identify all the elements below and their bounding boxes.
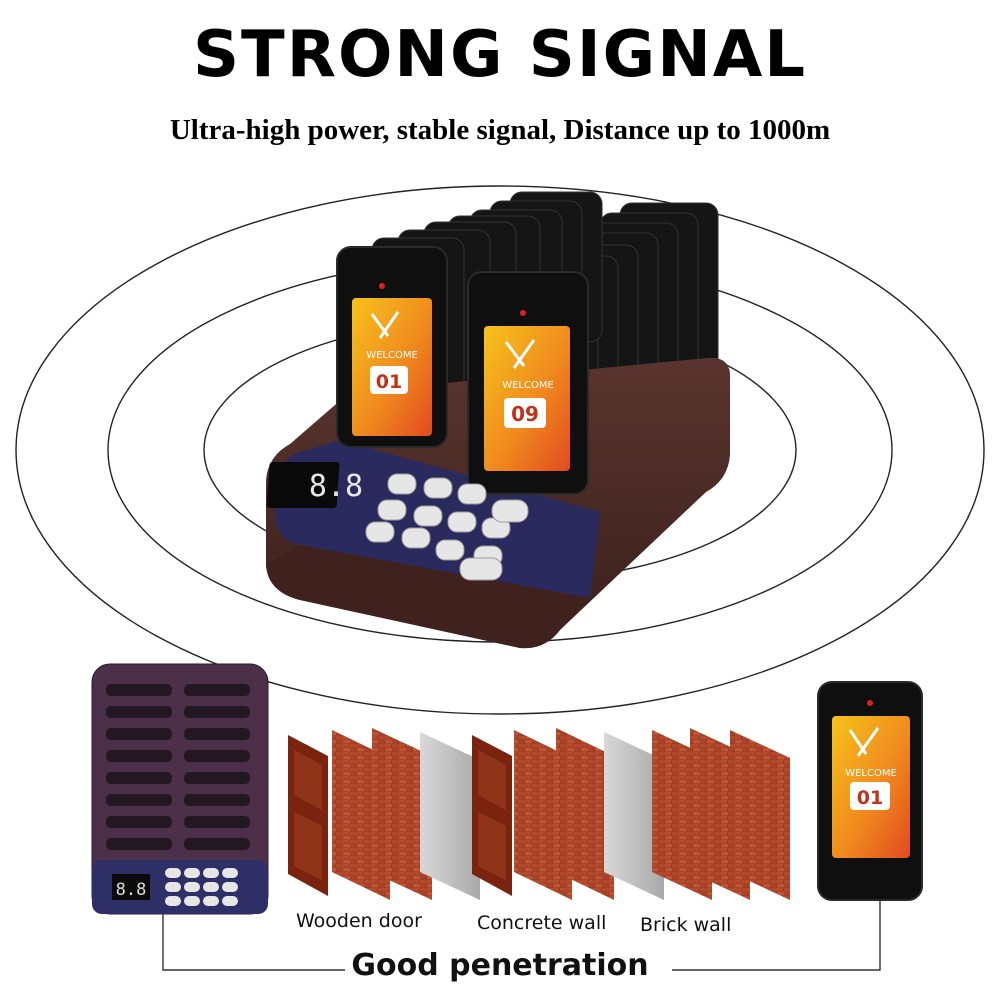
page-title: STRONG SIGNAL	[192, 18, 808, 92]
obstacle-group-1	[288, 728, 480, 900]
keypad-key	[457, 483, 487, 505]
svg-text:8.8: 8.8	[309, 469, 363, 504]
single-pager: WELCOME 01	[817, 681, 923, 901]
label-brick-wall: Brick wall	[640, 914, 732, 936]
keypad-key	[423, 477, 453, 499]
svg-text:8.8: 8.8	[116, 880, 147, 900]
single-pager-number: 01	[857, 787, 883, 809]
keypad-key	[435, 539, 465, 561]
keypad	[365, 473, 529, 581]
pager-welcome-text-right: WELCOME	[502, 380, 554, 391]
call-key	[459, 557, 503, 581]
base-top-view: 8.8	[91, 663, 269, 915]
pager-welcome-text: WELCOME	[366, 350, 418, 361]
pager-front-right: WELCOME 09	[467, 271, 589, 495]
pager-number-right: 09	[511, 402, 539, 426]
label-wooden-door: Wooden door	[296, 910, 422, 932]
pager-front-left: WELCOME 01	[336, 246, 448, 448]
segment-display: 8.8	[266, 462, 363, 508]
keypad-key	[413, 505, 443, 527]
obstacle-group-3	[652, 728, 790, 900]
footer-caption: Good penetration	[0, 948, 1000, 983]
keypad-key	[377, 499, 407, 521]
keypad-key	[401, 527, 431, 549]
label-concrete-wall: Concrete wall	[477, 912, 607, 934]
obstacle-group-2	[472, 728, 664, 900]
pager-number-left: 01	[376, 371, 402, 393]
page-key	[491, 499, 529, 523]
keypad-key	[447, 511, 477, 533]
signal-ring-outer	[15, 185, 985, 715]
penetration-bracket	[162, 900, 881, 971]
keypad-key	[387, 473, 417, 495]
single-pager-welcome: WELCOME	[845, 768, 897, 779]
keypad-key	[365, 521, 395, 543]
page-subtitle: Ultra-high power, stable signal, Distanc…	[169, 114, 831, 146]
